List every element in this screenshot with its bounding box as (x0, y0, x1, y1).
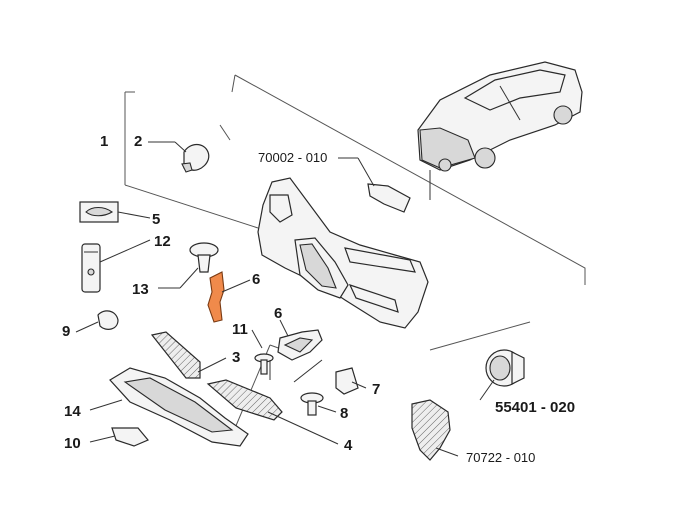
part-4-right-grille (206, 379, 283, 421)
label-4: 4 (344, 437, 353, 454)
label-1: 1 (100, 133, 108, 150)
part-5-emblem (79, 201, 119, 223)
label-9: 9 (62, 323, 70, 340)
part-13-push-clip (189, 242, 219, 273)
label-5: 5 (152, 211, 160, 228)
part-10-trim (111, 427, 149, 447)
label-11: 11 (232, 321, 248, 338)
label-6-highlighted: 6 (252, 271, 260, 288)
part-55401-fog-lamp (485, 349, 525, 387)
label-13: 13 (132, 281, 149, 298)
part-14-undertray (109, 367, 249, 447)
label-3: 3 (232, 349, 240, 366)
part-number-labels: 1 2 70002 - 010 5 12 13 6 6 11 9 3 7 554… (62, 133, 575, 465)
part-3-left-grille (150, 331, 201, 379)
part-6-bracket (277, 329, 323, 361)
part-70002-bracket (367, 183, 411, 213)
part-12-adhesive-roll (81, 243, 101, 293)
part-8-screw (300, 392, 324, 416)
part-9-cap (97, 310, 119, 330)
label-8: 8 (340, 405, 348, 422)
label-6: 6 (274, 305, 282, 322)
label-2: 2 (134, 133, 142, 150)
label-14: 14 (64, 403, 81, 420)
part-6-bracket-highlighted (207, 271, 225, 323)
label-12: 12 (154, 233, 171, 250)
part-70722-shield-grille (411, 399, 451, 461)
car-illustration (417, 61, 583, 200)
part-2-tow-hook-cover (181, 143, 210, 173)
front-bumper (257, 177, 429, 329)
label-10: 10 (64, 435, 81, 452)
label-7: 7 (372, 381, 380, 398)
label-70002-010: 70002 - 010 (258, 150, 327, 165)
part-11-screw (254, 353, 274, 375)
label-55401-020: 55401 - 020 (495, 399, 575, 416)
label-70722-010: 70722 - 010 (466, 450, 535, 465)
part-7-clip (335, 367, 359, 395)
leader-lines (75, 141, 495, 457)
